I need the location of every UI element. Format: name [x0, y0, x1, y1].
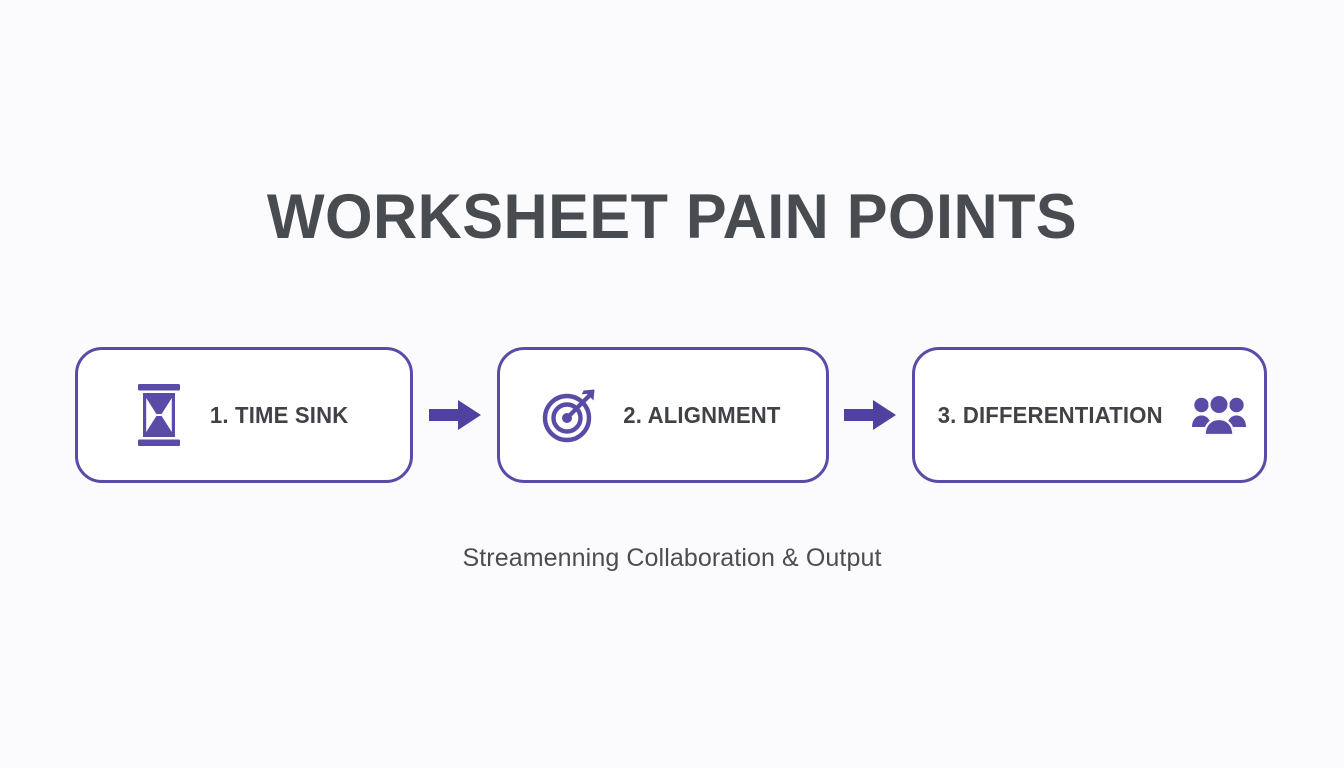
target-icon	[542, 387, 598, 443]
arrow-right-icon	[428, 398, 481, 432]
page-title: WORKSHEET PAIN POINTS	[266, 182, 1078, 252]
flow-step-differentiation[interactable]: 3. DIFFERENTIATION	[912, 347, 1267, 483]
flow-step-alignment[interactable]: 2. ALIGNMENT	[496, 347, 829, 483]
flow-step-label: 2. ALIGNMENT	[622, 401, 781, 428]
flow-step-label: 1. TIME SINK	[209, 401, 349, 428]
flow-step-content: 3. DIFFERENTIATION	[933, 393, 1246, 437]
flow-step-label: 3. DIFFERENTIATION	[937, 401, 1164, 428]
flow-step-time-sink[interactable]: 1. TIME SINK	[75, 347, 413, 483]
process-flow: 1. TIME SINK	[75, 347, 1267, 483]
caption-text: Streamenning Collaboration & Output	[462, 544, 882, 572]
flow-step-content: 2. ALIGNMENT	[542, 387, 784, 443]
people-group-icon	[1191, 393, 1246, 437]
arrow-right-icon	[844, 398, 897, 432]
hourglass-icon	[137, 384, 181, 446]
flow-step-content: 1. TIME SINK	[137, 384, 351, 446]
